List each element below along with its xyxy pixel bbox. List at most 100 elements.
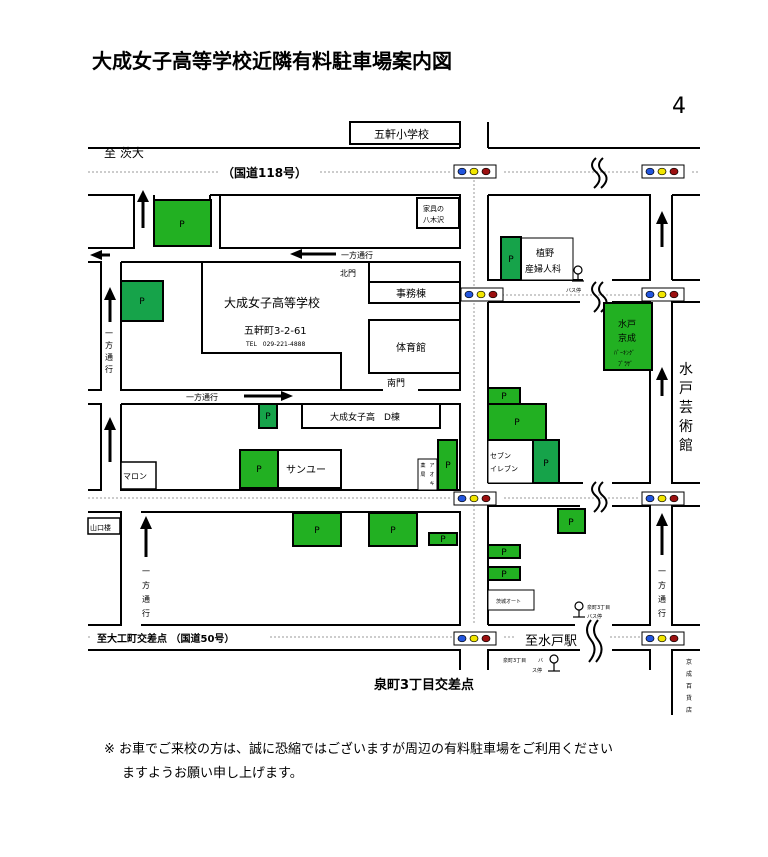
svg-text:P: P: [390, 526, 396, 536]
arrow-up-icon: [656, 367, 668, 396]
svg-text:P: P: [501, 570, 507, 580]
d-building-label: 大成女子高 D棟: [330, 411, 400, 423]
svg-text:オ: オ: [429, 472, 434, 478]
mito-keisei-parking-label: 京成: [618, 332, 636, 344]
parking-lot: [487, 403, 547, 441]
parking-lot: [487, 544, 521, 559]
svg-text:方: 方: [142, 580, 150, 590]
svg-text:水: 水: [679, 362, 693, 378]
svg-text:一: 一: [142, 567, 150, 576]
one-way-vertical-label: 一方通行: [658, 567, 666, 618]
svg-text:通: 通: [142, 594, 150, 604]
ibaraki-auto-label: 茨城オート: [496, 598, 521, 605]
parking-lot: [557, 508, 586, 534]
svg-text:P: P: [543, 459, 549, 469]
parking-lot: [603, 302, 653, 371]
arrow-up-icon: [656, 513, 668, 555]
svg-text:店: 店: [686, 706, 692, 714]
parking-note: ますようお願い申し上げます。: [122, 766, 303, 781]
mito-keisei-parking-label: 水戸: [618, 318, 636, 330]
svg-text:P: P: [179, 220, 185, 230]
parking-labels: PP PP PP PP PP PP PP P: [139, 220, 574, 580]
road-centerlines: [88, 171, 700, 638]
parking-lot: [368, 512, 418, 547]
sanyu-label: サンユー: [286, 464, 326, 476]
seven-eleven-label: セブン: [490, 451, 511, 460]
svg-text:戸: 戸: [679, 381, 693, 397]
parking-lot: [437, 439, 458, 491]
arrow-up-icon: [104, 417, 116, 462]
svg-text:通: 通: [105, 352, 113, 362]
svg-text:通: 通: [658, 594, 666, 604]
one-way-arrows: [90, 190, 668, 557]
school-address: 五軒町3-2-61: [244, 325, 307, 337]
yamaguchiro-label: 山口楼: [90, 523, 111, 532]
svg-text:行: 行: [142, 608, 150, 618]
parking-lot: [487, 566, 521, 581]
traffic-light: [453, 491, 497, 506]
mito-keisei-parking-label: ﾌﾟﾗｻﾞ: [618, 361, 633, 368]
parking-lot: [428, 532, 458, 546]
parking-lot: [292, 512, 342, 547]
traffic-light: [453, 631, 497, 646]
traffic-light: [641, 287, 685, 302]
svg-text:一: 一: [658, 567, 666, 576]
furniture-store-label: 八木沢: [423, 215, 444, 224]
svg-text:P: P: [508, 255, 514, 265]
svg-text:芸: 芸: [679, 400, 693, 416]
svg-text:ア: ア: [429, 463, 434, 469]
mito-keisei-parking-label: ﾊﾟｰｷﾝｸﾞ: [614, 350, 635, 357]
svg-text:P: P: [568, 518, 574, 528]
bus-stop-label: バス停: [566, 287, 581, 294]
bus-stop-icon: [548, 654, 560, 672]
arrow-up-icon: [137, 190, 149, 228]
svg-text:P: P: [501, 548, 507, 558]
svg-text:行: 行: [658, 608, 666, 618]
north-gate-label: 北門: [340, 269, 356, 278]
svg-text:P: P: [501, 392, 507, 402]
parking-lot: [500, 236, 522, 281]
svg-text:キ: キ: [429, 481, 434, 487]
furniture-store-label: 家具の: [423, 204, 444, 213]
svg-text:P: P: [440, 535, 446, 545]
bus-stop-icon: [572, 265, 584, 282]
pharmacy-aoki-label: 薬局 アオキ: [420, 462, 434, 487]
ueno-clinic-label: 植野: [536, 247, 554, 259]
bus-stop-name: 泉町3丁目: [587, 604, 610, 611]
maron-label: マロン: [123, 472, 147, 481]
traffic-light: [641, 491, 685, 506]
bus-stop-icon: [573, 601, 585, 618]
bus-stop-label: バ: [538, 658, 543, 664]
svg-text:京: 京: [686, 658, 692, 666]
to-mito-station-label: 至水戸駅: [525, 634, 577, 649]
parking-lot: [239, 449, 279, 489]
svg-text:P: P: [314, 526, 320, 536]
one-way-label: 一方通行: [341, 250, 373, 260]
school-tel: TEL 029-221-4888: [245, 341, 305, 348]
svg-text:館: 館: [679, 437, 693, 454]
svg-text:P: P: [256, 465, 262, 475]
traffic-light: [641, 164, 685, 179]
svg-text:P: P: [514, 418, 520, 428]
north-mark: 4: [672, 94, 686, 119]
arrow-up-icon: [656, 211, 668, 247]
parking-lot: [532, 439, 560, 484]
traffic-light: [641, 631, 685, 646]
svg-text:局: 局: [420, 472, 425, 478]
parking-note: ※ お車でご来校の方は、誠に恐縮ではございますが周辺の有料駐車場をご利用ください: [104, 742, 614, 757]
arrow-left-icon: [290, 249, 336, 259]
izumicho-intersection-label: 泉町3丁目交差点: [374, 677, 474, 693]
parking-lots: [120, 199, 653, 581]
south-gate-label: 南門: [387, 377, 405, 389]
svg-text:貨: 貨: [686, 694, 692, 702]
school-name: 大成女子高等学校: [224, 295, 320, 310]
svg-text:方: 方: [658, 580, 666, 590]
svg-text:行: 行: [105, 364, 113, 374]
svg-text:術: 術: [679, 419, 693, 435]
svg-text:P: P: [139, 297, 145, 307]
arrow-left-icon: [90, 250, 110, 260]
office-building-label: 事務棟: [396, 287, 426, 300]
one-way-vertical-label: 一方通行: [105, 329, 113, 374]
